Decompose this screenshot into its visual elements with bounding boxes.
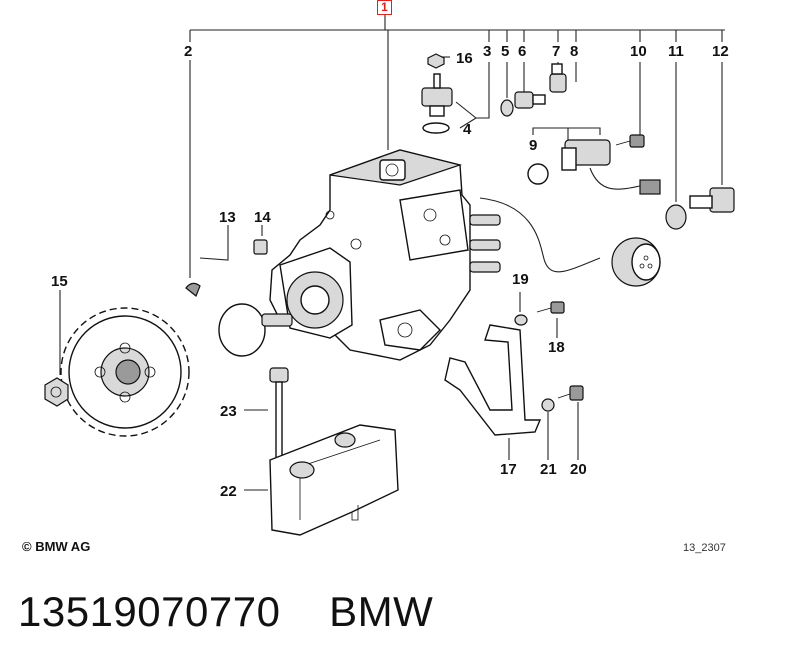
nut-15 bbox=[44, 377, 69, 407]
bolt-23 bbox=[269, 367, 289, 463]
support-bracket-22 bbox=[269, 424, 399, 536]
callout-21: 21 bbox=[540, 461, 557, 478]
leader-1 bbox=[384, 15, 389, 150]
callout-10: 10 bbox=[630, 43, 647, 60]
nut-16 bbox=[427, 53, 445, 69]
woodruff-key bbox=[185, 282, 201, 297]
callout-13: 13 bbox=[219, 209, 236, 226]
fitting-6 bbox=[514, 91, 546, 109]
callout-6: 6 bbox=[518, 43, 526, 60]
callout-16: 16 bbox=[456, 50, 473, 67]
callout-12: 12 bbox=[712, 43, 729, 60]
callout-7: 7 bbox=[552, 43, 560, 60]
screw-18 bbox=[536, 301, 565, 314]
callout-23: 23 bbox=[220, 403, 237, 420]
callout-14: 14 bbox=[254, 209, 271, 226]
callout-15: 15 bbox=[51, 273, 68, 290]
drawing-number: 13_2307 bbox=[683, 542, 726, 554]
o-ring-4 bbox=[422, 122, 450, 134]
copyright-text: © BMW AG bbox=[22, 539, 91, 554]
o-ring-13 bbox=[218, 303, 266, 357]
callout-18: 18 bbox=[548, 339, 565, 356]
sensor-cable bbox=[479, 197, 601, 273]
screw-20 bbox=[557, 385, 584, 401]
sensor-8 bbox=[561, 139, 661, 195]
nut-14 bbox=[253, 239, 268, 255]
injection-pump-body bbox=[261, 149, 501, 361]
callout-22: 22 bbox=[220, 483, 237, 500]
callout-labels: 2 3 4 5 6 7 8 9 10 11 12 13 14 15 16 17 … bbox=[51, 43, 729, 500]
bracket-17 bbox=[444, 324, 542, 436]
callout-11: 11 bbox=[668, 43, 684, 60]
part-number-caption: 13519070770 BMW bbox=[18, 588, 434, 635]
callout-1: 1 bbox=[377, 0, 392, 15]
callout-2: 2 bbox=[184, 43, 192, 60]
callout-9: 9 bbox=[529, 137, 537, 154]
washer-5 bbox=[500, 99, 514, 117]
callout-19: 19 bbox=[512, 271, 529, 288]
valve-3 bbox=[421, 73, 453, 117]
callout-20: 20 bbox=[570, 461, 587, 478]
callout-4: 4 bbox=[463, 121, 472, 138]
sprocket-gear bbox=[44, 307, 190, 437]
leader-lines bbox=[59, 56, 723, 491]
callout-8: 8 bbox=[570, 43, 578, 60]
washer-19 bbox=[514, 314, 528, 326]
fitting-7 bbox=[549, 63, 567, 93]
screw-10 bbox=[615, 134, 645, 148]
callout-3: 3 bbox=[483, 43, 491, 60]
callout-header-line bbox=[189, 29, 725, 42]
callout-17: 17 bbox=[500, 461, 517, 478]
callout-5: 5 bbox=[501, 43, 509, 60]
washer-11 bbox=[665, 204, 687, 230]
seal-9 bbox=[527, 163, 549, 185]
connector-plug bbox=[611, 237, 661, 287]
washer-21 bbox=[541, 398, 555, 412]
bolt-12 bbox=[689, 187, 735, 213]
